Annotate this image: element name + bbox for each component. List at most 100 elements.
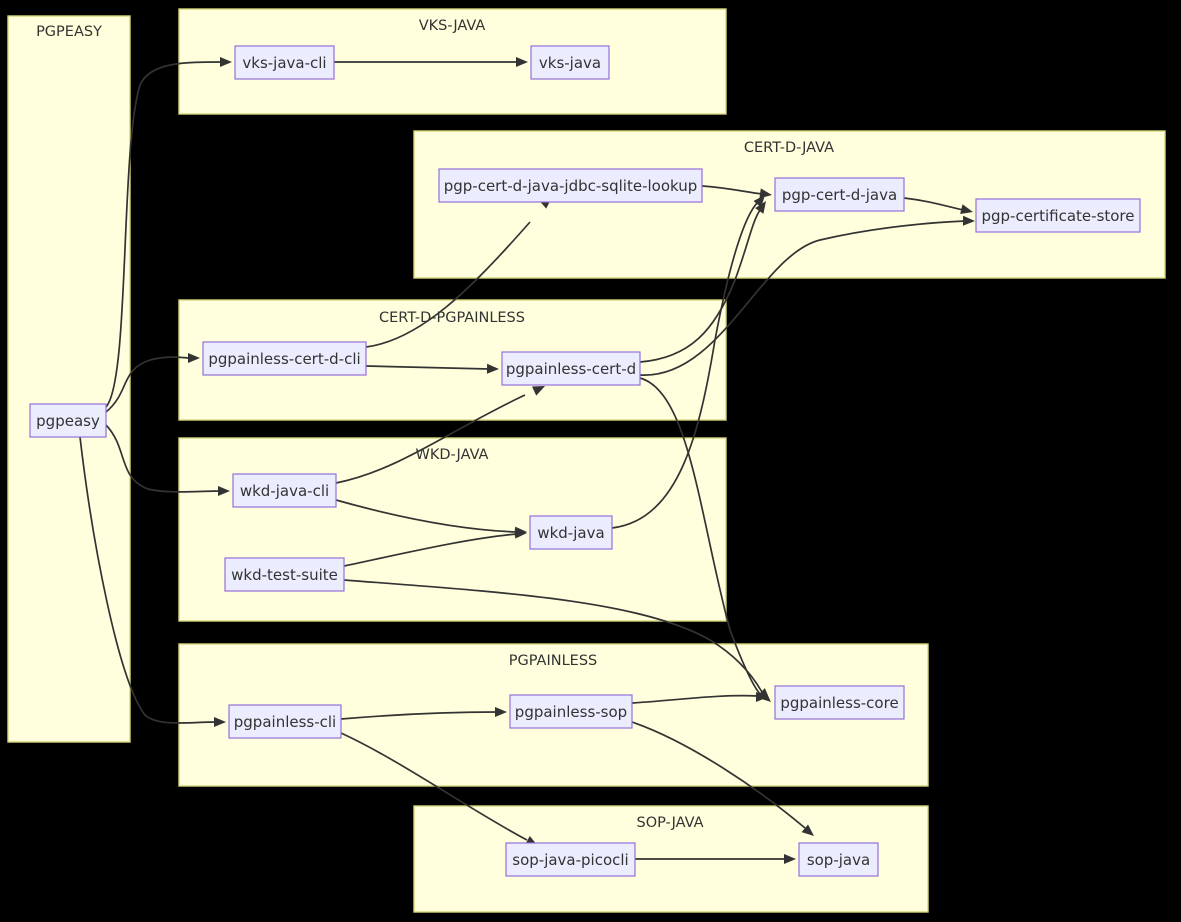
edge-line [340,711,498,720]
edge-wkd-java-cli--to--pgpainless-cert-d [335,386,545,484]
node-label-pgpainless-core: pgpainless-core [780,694,898,712]
node-label-pgp-cert-d-java: pgp-cert-d-java [782,186,897,204]
edge-pgpainless-cli--to--pgpainless-sop [340,707,507,720]
node-vks-java-cli[interactable]: vks-java-cli [234,45,335,80]
node-box-sop-java-picocli[interactable] [505,842,636,877]
node-box-pgpainless-core[interactable] [774,685,905,720]
arrowhead-icon [486,363,499,374]
node-box-pgpeasy[interactable] [29,403,107,438]
edge-pgpainless-cert-d--to--pgp-certificate-store [639,215,975,376]
arrowhead-icon [220,57,232,67]
edge-pgpainless-sop--to--sop-java [631,721,814,836]
cluster-label-pgpainless: PGPAINLESS [509,653,598,669]
node-box-pgp-certificate-store[interactable] [975,198,1141,233]
edges-layer [79,57,975,864]
node-pgpeasy[interactable]: pgpeasy [29,403,107,438]
node-wkd-test-suite[interactable]: wkd-test-suite [224,557,345,592]
cluster-label-wkd_java: WKD-JAVA [416,447,489,463]
node-box-pgpainless-sop[interactable] [509,694,633,729]
node-label-pgpainless-cert-d-cli: pgpainless-cert-d-cli [208,350,360,368]
node-label-sop-java-picocli: sop-java-picocli [512,851,628,869]
node-pgpainless-cert-d[interactable]: pgpainless-cert-d [501,351,641,386]
arrowhead-icon [532,386,545,396]
node-label-pgpainless-cert-d: pgpainless-cert-d [506,360,636,378]
cluster-label-sop_java: SOP-JAVA [636,815,703,831]
node-box-pgpainless-cert-d[interactable] [501,351,641,386]
node-box-pgpainless-cert-d-cli[interactable] [202,341,367,376]
edge-line [639,209,761,363]
arrowhead-icon [188,353,200,363]
arrowhead-icon [753,195,765,208]
node-box-wkd-java-cli[interactable] [232,473,337,508]
edge-pgpainless-cert-d-cli--to--pgpainless-cert-d [365,363,499,374]
node-box-wkd-java[interactable] [529,515,613,550]
node-label-pgpainless-cli: pgpainless-cli [234,713,336,731]
cluster-wkd_java: WKD-JAVA [178,437,727,622]
edge-line [335,499,518,533]
node-wkd-java-cli[interactable]: wkd-java-cli [232,473,337,508]
edge-line [639,220,966,376]
edge-line [343,579,763,693]
edge-line [631,694,759,704]
cluster-label-cert_d_pgpainless: CERT-D-PGPAINLESS [379,310,525,326]
arrowhead-icon [755,201,766,214]
node-sop-java[interactable]: sop-java [798,842,879,877]
edge-line [105,61,223,408]
arrowhead-icon [218,486,230,496]
edge-pgpeasy--to--pgpainless-cert-d-cli [105,353,200,413]
edge-wkd-java--to--pgp-cert-d-java [611,195,765,529]
node-label-pgp-certificate-store: pgp-certificate-store [981,207,1134,225]
arrowhead-icon [801,824,814,836]
node-box-pgp-cert-d-java-jdbc-sqlite-lookup[interactable] [438,168,703,203]
node-pgpainless-core[interactable]: pgpainless-core [774,685,905,720]
arrowhead-icon [514,528,527,539]
node-label-wkd-java: wkd-java [537,524,604,542]
edge-line [105,424,221,493]
node-sop-java-picocli[interactable]: sop-java-picocli [505,842,636,877]
edge-pgpeasy--to--pgpainless-cli [79,436,226,727]
edge-pgpainless-cert-d--to--pgp-cert-d-java [639,201,766,363]
arrowhead-icon [784,854,796,864]
edge-pgpainless-sop--to--pgpainless-core [631,692,768,704]
node-pgp-cert-d-java-jdbc-sqlite-lookup[interactable]: pgp-cert-d-java-jdbc-sqlite-lookup [438,168,703,203]
node-pgpainless-cert-d-cli[interactable]: pgpainless-cert-d-cli [202,341,367,376]
edge-wkd-test-suite--to--wkd-java [343,528,527,567]
node-box-vks-java-cli[interactable] [234,45,335,80]
cluster-label-pgpeasy: PGPEASY [36,24,102,40]
arrowhead-icon [495,707,507,717]
node-label-pgpainless-sop: pgpainless-sop [515,703,627,721]
edge-line [365,365,490,370]
node-vks-java[interactable]: vks-java [530,45,610,80]
edge-line [335,394,526,484]
node-box-wkd-test-suite[interactable] [224,557,345,592]
node-box-vks-java[interactable] [530,45,610,80]
edge-pgp-cert-d-java-jdbc-sqlite-lookup--to--pgp-cert-d-java [701,185,772,199]
edge-line [631,721,806,829]
arrowhead-icon [214,717,226,727]
edge-pgp-cert-d-java--to--pgp-certificate-store [903,197,973,214]
node-pgp-cert-d-java[interactable]: pgp-cert-d-java [774,177,905,212]
node-label-vks-java: vks-java [539,54,601,72]
node-wkd-java[interactable]: wkd-java [529,515,613,550]
edge-line [343,533,518,567]
node-box-pgp-cert-d-java[interactable] [774,177,905,212]
edge-line [79,436,217,724]
node-box-sop-java[interactable] [798,842,879,877]
cluster-box-wkd_java [178,437,727,622]
edge-line [105,356,191,413]
node-label-pgp-cert-d-java-jdbc-sqlite-lookup: pgp-cert-d-java-jdbc-sqlite-lookup [444,177,698,195]
node-pgp-certificate-store[interactable]: pgp-certificate-store [975,198,1141,233]
cluster-box-pgpeasy [7,15,131,743]
edge-line [639,377,763,697]
arrowhead-icon [962,215,975,226]
arrowhead-icon [756,692,768,702]
node-box-pgpainless-cli[interactable] [228,704,342,739]
edge-pgpeasy--to--vks-java-cli [105,57,232,408]
node-label-sop-java: sop-java [807,851,870,869]
node-pgpainless-cli[interactable]: pgpainless-cli [228,704,342,739]
node-pgpainless-sop[interactable]: pgpainless-sop [509,694,633,729]
edge-sop-java-picocli--to--sop-java [635,854,796,864]
